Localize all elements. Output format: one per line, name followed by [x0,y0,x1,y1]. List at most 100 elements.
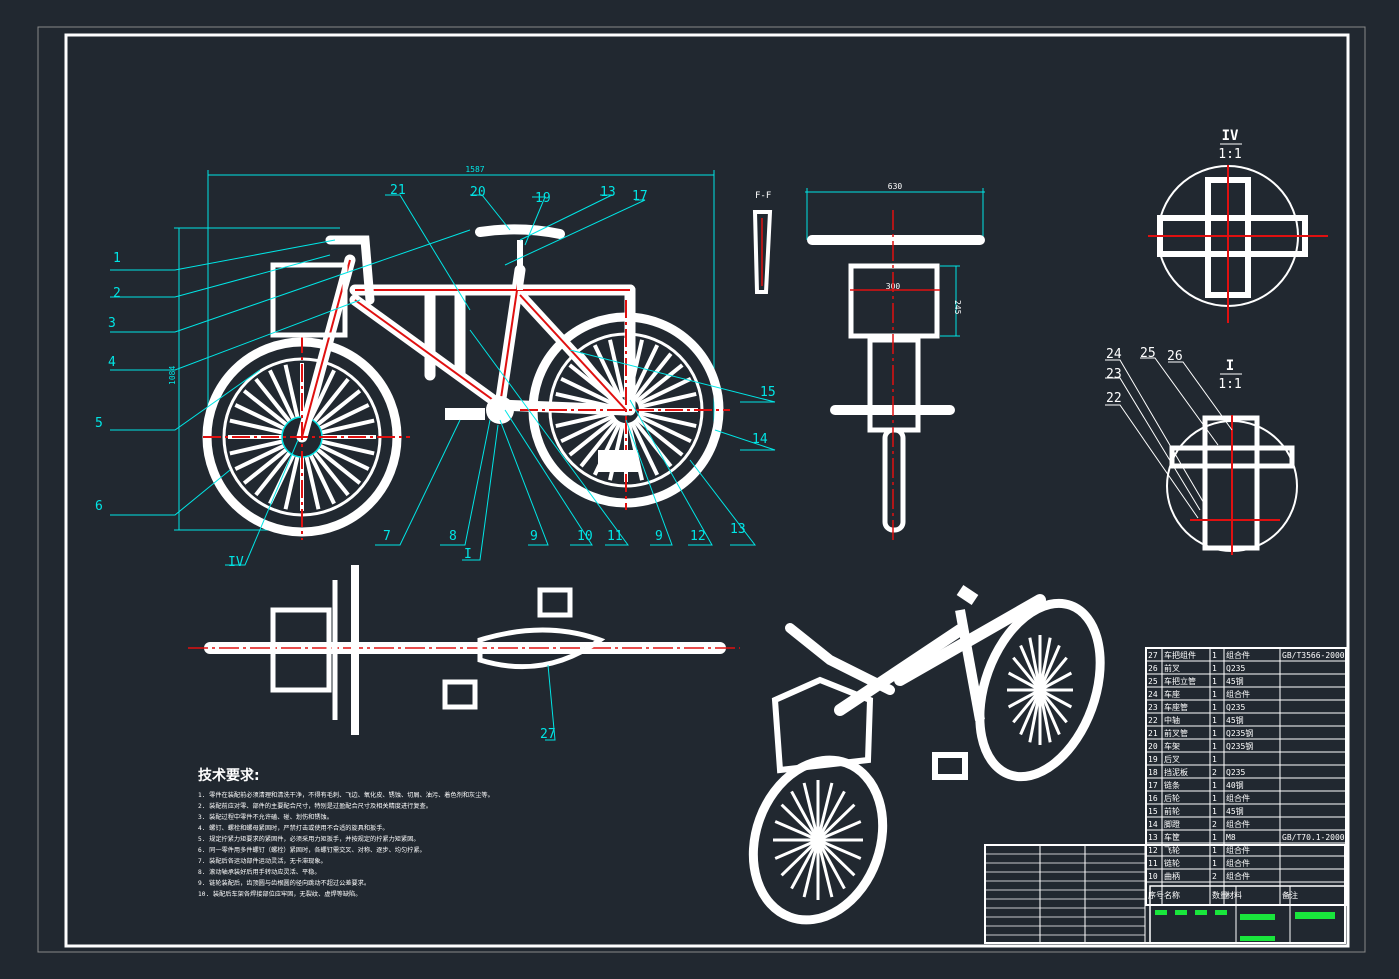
callout-label: I [464,547,472,562]
bom-cell: 链轮 [1164,858,1180,868]
bom-cell: 21 [1148,729,1158,738]
spoke [1038,689,1052,743]
spoke [1038,644,1061,691]
callout-label: 4 [108,355,116,370]
bom-cell: 1 [1212,690,1217,699]
spoke [816,838,856,877]
bom-header: 数量 [1212,890,1228,900]
spoke [1012,689,1042,724]
bom-cell: 11 [1148,859,1158,868]
bom-header: 序号 [1148,890,1164,900]
green-bar [1295,912,1335,919]
tech-item: 3. 装配过程中零件不允许磕、碰、划伤和锈蚀。 [198,813,333,821]
spoke [790,839,820,890]
bom-header: 材料 [1226,890,1242,900]
callout-label: 13 [600,185,616,200]
tech-item: 4. 螺钉、螺栓和螺母紧固时，严禁打击或使用不合适的旋具和扳手。 [198,824,389,832]
callout-label: 23 [1106,367,1122,382]
bom-cell: 1 [1212,729,1217,738]
spoke [816,782,834,841]
spoke [1019,644,1042,691]
callout-label: 5 [95,416,103,431]
spoke [774,838,819,860]
callout-label: 1 [113,251,121,266]
bom-cell: 车把组件 [1164,650,1196,660]
bom-cell: 1 [1212,677,1217,686]
spoke [816,839,846,890]
tech-item: 2. 装配前应对零、部件的主要配合尺寸，特别是过盈配合尺寸及相关精度进行复查。 [198,802,432,810]
tech-item: 6. 同一零件用多件螺钉（螺栓）紧固时，各螺钉需交叉、对称、逐步、均匀拧紧。 [198,846,426,854]
bom-cell: 17 [1148,781,1158,790]
bom-cell: 1 [1212,807,1217,816]
bom-cell: 组合件 [1226,819,1250,829]
callout-label: IV [228,555,244,570]
spoke [1012,656,1042,691]
callout-label: 9 [530,529,538,544]
callout-label: 13 [730,522,746,537]
bom-cell: 1 [1212,755,1217,764]
tech-title: 技术要求: [198,767,260,784]
spoke [817,820,862,842]
bom-cell: 27 [1148,651,1158,660]
callout-label: 2 [113,286,121,301]
detail-i-scale: 1:1 [1218,377,1241,392]
bom-cell: 15 [1148,807,1158,816]
callout-label: 22 [1106,391,1122,406]
bom-cell: 链条 [1164,780,1180,790]
spoke [1028,637,1042,691]
bom-cell: 车把立管 [1164,676,1196,686]
callout-label: 19 [535,191,551,206]
bom-cell: 45钢 [1226,806,1244,816]
bom-cell: 26 [1148,664,1158,673]
top-view: 27 [188,565,740,742]
bom-cell: 22 [1148,716,1158,725]
bom-cell: 前叉 [1164,663,1180,673]
bom-cell: Q235钢 [1226,728,1253,738]
iso-view [748,585,1105,925]
bom-cell: 45钢 [1226,715,1244,725]
spoke [1039,688,1073,709]
bom-cell: 脚蹬 [1164,819,1180,829]
bom-cell: 13 [1148,833,1158,842]
dim-overall-length: 1587 [465,165,484,174]
bom-cell: 16 [1148,794,1158,803]
bom-cell: 19 [1148,755,1158,764]
detail-iv: IV 1:1 [1148,128,1328,323]
spoke [1038,689,1068,724]
spoke [816,839,834,898]
bom-cell: 24 [1148,690,1158,699]
bom-cell: 14 [1148,820,1158,829]
spoke [817,838,862,860]
green-bar [1155,910,1167,915]
section-ff-label: F-F [755,191,771,201]
detail-iv-scale: 1:1 [1218,147,1241,162]
callout-label: 9 [655,529,663,544]
green-bar [1195,910,1207,915]
spoke [780,803,820,842]
detail-iv-label: IV [1222,128,1239,144]
bom-cell: 车座 [1164,689,1180,699]
callout-label: 7 [383,529,391,544]
bom-cell: Q235 [1226,768,1245,777]
bom-cell: 组合件 [1226,871,1250,881]
bom-header: 名称 [1164,890,1180,900]
spoke [816,803,856,842]
bom-cell: 挡泥板 [1164,767,1188,777]
callout-label: 17 [632,189,648,204]
bom-cell: 1 [1212,716,1217,725]
callout-label: 25 [1140,346,1156,361]
dim-basket-height: 245 [953,300,962,315]
bom-cell: 中轴 [1164,715,1180,725]
bom-cell: 组合件 [1226,689,1250,699]
bom-cell: 后叉 [1164,754,1180,764]
outer-frame [37,26,1366,953]
bom-cell: 1 [1212,742,1217,751]
green-bar [1215,910,1227,915]
bom-cell: 2 [1212,872,1217,881]
callout-label: 20 [470,185,486,200]
spoke [780,838,820,877]
callout-label: 6 [95,499,103,514]
bom-cell: 车筐 [1164,832,1180,842]
bom-cell: 组合件 [1226,845,1250,855]
